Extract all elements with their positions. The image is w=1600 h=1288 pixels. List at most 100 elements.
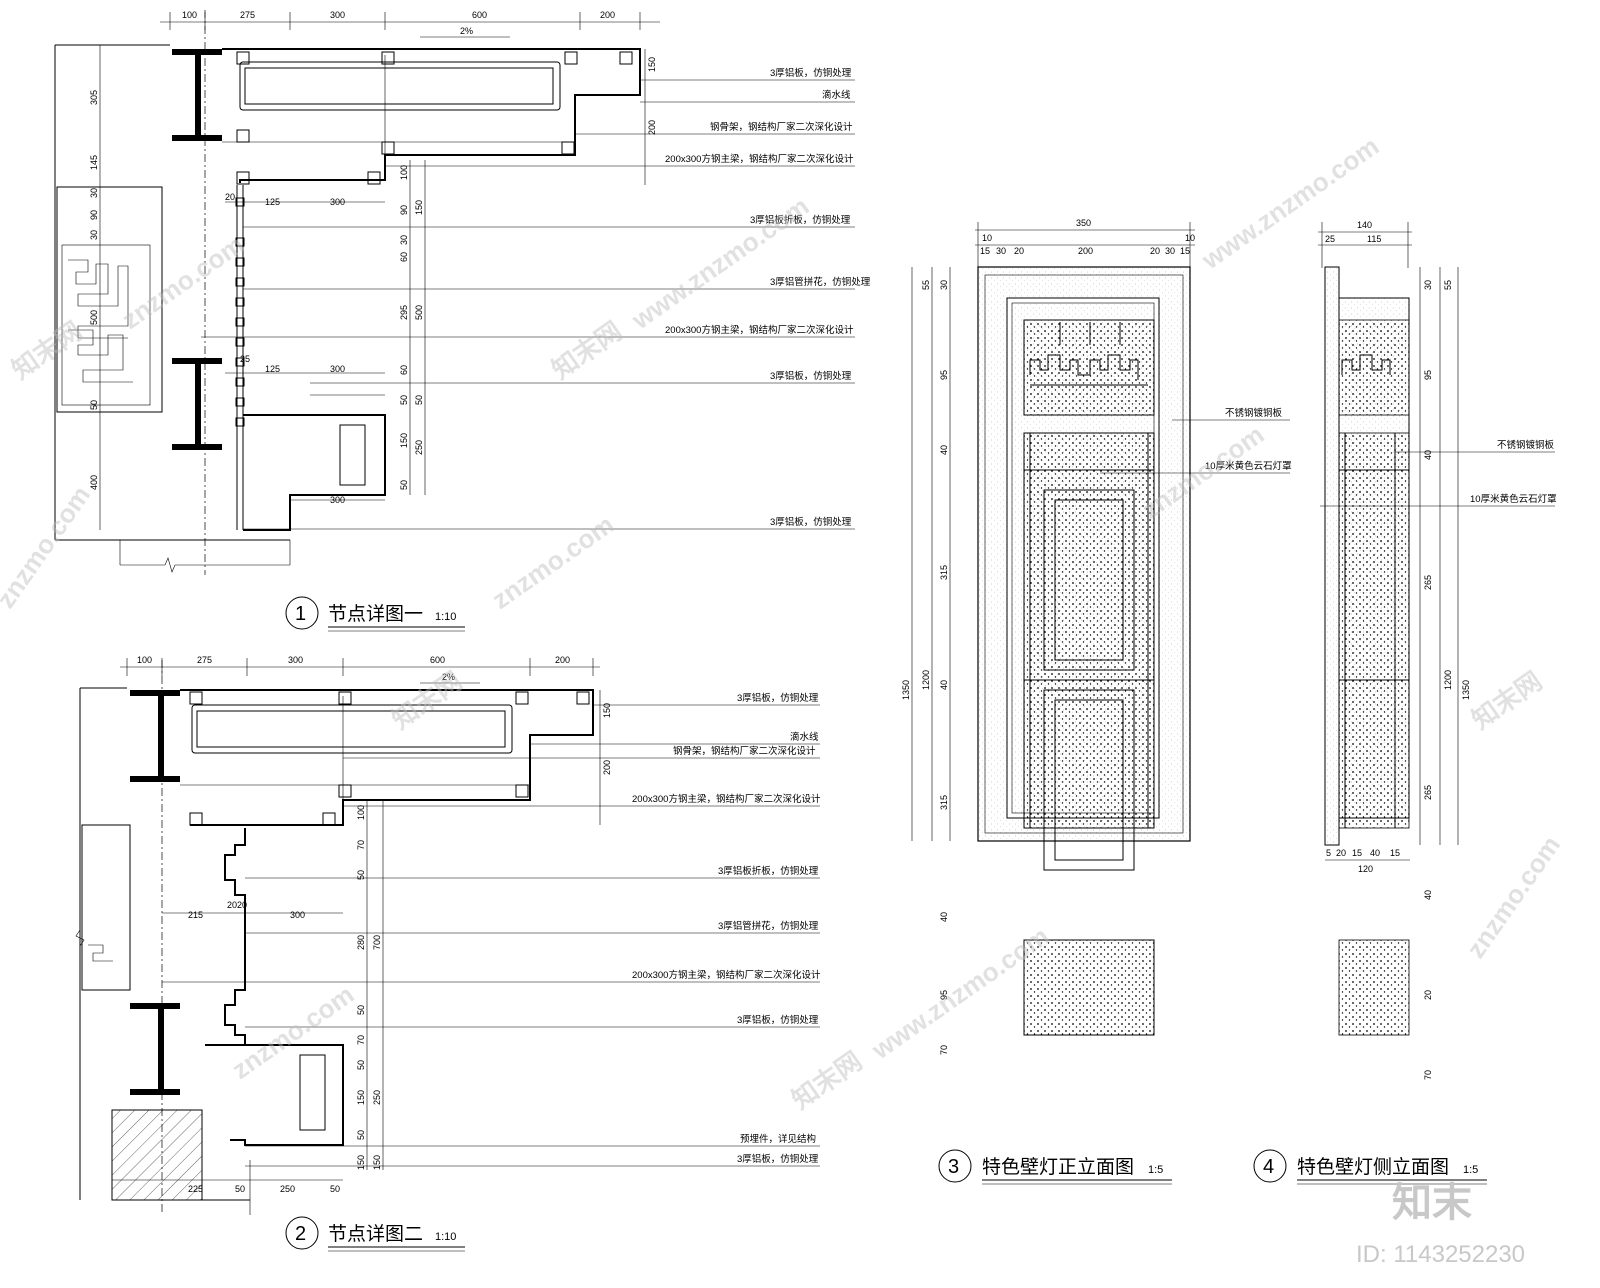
folded-aluminum-fascia <box>162 828 344 1146</box>
dim-label: 100 <box>182 10 197 20</box>
dim-label: 70 <box>356 840 366 850</box>
dim-label: 300 <box>330 364 345 374</box>
aluminum-pipe-fascia <box>235 185 386 531</box>
dim-label: 50 <box>399 480 409 490</box>
note-text: 3厚铝板折板，仿铜处理 <box>718 865 819 877</box>
wall-lamp-side <box>1324 266 1410 1036</box>
dim-label: 90 <box>89 210 99 220</box>
dim-label: 200 <box>600 10 615 20</box>
dim-label: 150 <box>399 433 409 448</box>
concrete-base <box>111 1109 343 1215</box>
note-text: 200x300方钢主梁，钢结构厂家二次深化设计 <box>632 793 821 805</box>
note-text: 钢骨架，钢结构厂家二次深化设计 <box>673 745 816 757</box>
note-text: 不锈钢镀铜板 <box>1497 439 1555 451</box>
dim-label: 10 <box>1185 233 1195 243</box>
detail-3-left-dimension-chain: 1350 1200 55 30 95 40 315 40 315 40 95 7… <box>901 267 951 1055</box>
dim-label: 20 <box>1423 990 1433 1000</box>
detail-3-title-block: 3 特色壁灯正立面图 1:5 <box>938 1149 1172 1185</box>
dim-label: 20 <box>1014 246 1024 256</box>
dim-label: 40 <box>1370 848 1380 858</box>
detail-1-inner-dims: 20 125 300 25 125 300 300 <box>225 192 385 505</box>
canopy-aluminum-box <box>180 689 594 826</box>
dim-label: 30 <box>1165 246 1175 256</box>
note-text: 10厚米黄色云石灯罩 <box>1205 460 1292 472</box>
note-text: 200x300方钢主梁，钢结构厂家二次深化设计 <box>632 969 821 981</box>
stone-lampshade-bottom-panel <box>1023 939 1155 1036</box>
dim-label: 200 <box>555 655 570 665</box>
dim-label: 400 <box>89 475 99 490</box>
detail-title: 特色壁灯正立面图 <box>982 1156 1134 1178</box>
watermark-text: znzmo.com <box>226 979 359 1085</box>
detail-2-inner-dims: 215 20 20 300 225 50 250 50 <box>188 900 340 1194</box>
watermark-text: 知末网 <box>546 316 627 385</box>
dim-label: 20 <box>225 192 235 202</box>
detail-number: 3 <box>948 1156 959 1178</box>
dim-label: 20 <box>227 900 237 910</box>
dim-label: 70 <box>356 1035 366 1045</box>
detail-4-notes: 不锈钢镀铜板 10厚米黄色云石灯罩 <box>1320 439 1557 507</box>
dim-label: 30 <box>939 280 949 290</box>
dim-label: 125 <box>265 364 280 374</box>
dim-label: 275 <box>240 10 255 20</box>
dim-label: 300 <box>330 495 345 505</box>
dim-label: 70 <box>939 1045 949 1055</box>
note-text: 200x300方钢主梁，钢结构厂家二次深化设计 <box>665 324 854 336</box>
watermark-text: 知末网 <box>786 1046 867 1115</box>
dim-label: 250 <box>280 1184 295 1194</box>
dim-label: 55 <box>921 280 931 290</box>
detail-number: 1 <box>295 603 306 625</box>
note-text: 3厚铝板折板，仿铜处理 <box>750 214 851 226</box>
slope-label: 2% <box>442 672 455 682</box>
note-text: 3厚铝板，仿铜处理 <box>770 67 852 79</box>
dim-label: 1350 <box>901 680 911 700</box>
dim-label: 90 <box>399 205 409 215</box>
dim-label: 15 <box>1352 848 1362 858</box>
dim-label: 1200 <box>921 670 931 690</box>
dim-label: 20 <box>1150 246 1160 256</box>
dim-label: 50 <box>399 395 409 405</box>
note-text: 10厚米黄色云石灯罩 <box>1470 493 1557 505</box>
dim-label: 305 <box>89 90 99 105</box>
detail-3-notes: 不锈钢镀铜板 10厚米黄色云石灯罩 <box>1100 407 1292 474</box>
detail-title: 节点详图二 <box>328 1223 423 1245</box>
dim-label: 50 <box>356 1130 366 1140</box>
dim-label: 100 <box>399 165 409 180</box>
note-text: 滴水线 <box>822 89 851 101</box>
slope-label: 2% <box>460 26 473 36</box>
dim-label: 40 <box>1423 450 1433 460</box>
note-text: 3厚铝板，仿铜处理 <box>737 692 819 704</box>
dim-label: 600 <box>472 10 487 20</box>
steel-h-beam-lower <box>130 1003 180 1095</box>
dim-label: 20 <box>1336 848 1346 858</box>
note-text: 3厚铝板，仿铜处理 <box>737 1153 819 1165</box>
detail-1-title-block: 1 节点详图一 1:10 <box>285 596 465 632</box>
dim-label: 150 <box>372 1155 382 1170</box>
dim-label: 25 <box>1325 234 1335 244</box>
note-text: 不锈钢镀铜板 <box>1225 407 1283 419</box>
dim-label: 300 <box>288 655 303 665</box>
detail-4-top-dimension-chain: 140 25 115 <box>1318 220 1412 268</box>
dim-label: 40 <box>1423 890 1433 900</box>
detail-4-bottom-dimension-chain: 5 20 15 40 15 120 <box>1325 848 1410 874</box>
dim-label: 120 <box>1358 864 1373 874</box>
detail-1-left-dimension-chain: 305 145 30 90 30 500 50 400 <box>89 45 101 530</box>
dim-label: 5 <box>1326 848 1331 858</box>
dim-label: 265 <box>1423 575 1433 590</box>
detail-4-right-dimension-chain: 1350 1200 55 30 95 40 265 265 40 20 70 <box>1419 267 1471 1080</box>
dim-label: 145 <box>89 155 99 170</box>
dim-label: 15 <box>980 246 990 256</box>
dim-label: 50 <box>235 1184 245 1194</box>
dim-label: 40 <box>939 912 949 922</box>
dim-label: 150 <box>647 57 657 72</box>
detail-2-section: 100 275 300 600 200 2% <box>75 655 821 1252</box>
note-text: 200x300方钢主梁，钢结构厂家二次深化设计 <box>665 153 854 165</box>
dim-label: 250 <box>414 440 424 455</box>
detail-1-notes: 3厚铝板，仿铜处理 滴水线 钢骨架，钢结构厂家二次深化设计 200x300方钢主… <box>201 67 871 530</box>
watermark-text: znzmo.com <box>1460 830 1566 963</box>
stone-lampshade-top <box>1023 319 1155 416</box>
watermark-text: 知末网 <box>386 666 467 735</box>
dim-label: 295 <box>399 305 409 320</box>
dim-label: 50 <box>356 870 366 880</box>
dim-label: 150 <box>414 200 424 215</box>
detail-1-section: 100 275 300 600 200 2% <box>54 10 871 632</box>
